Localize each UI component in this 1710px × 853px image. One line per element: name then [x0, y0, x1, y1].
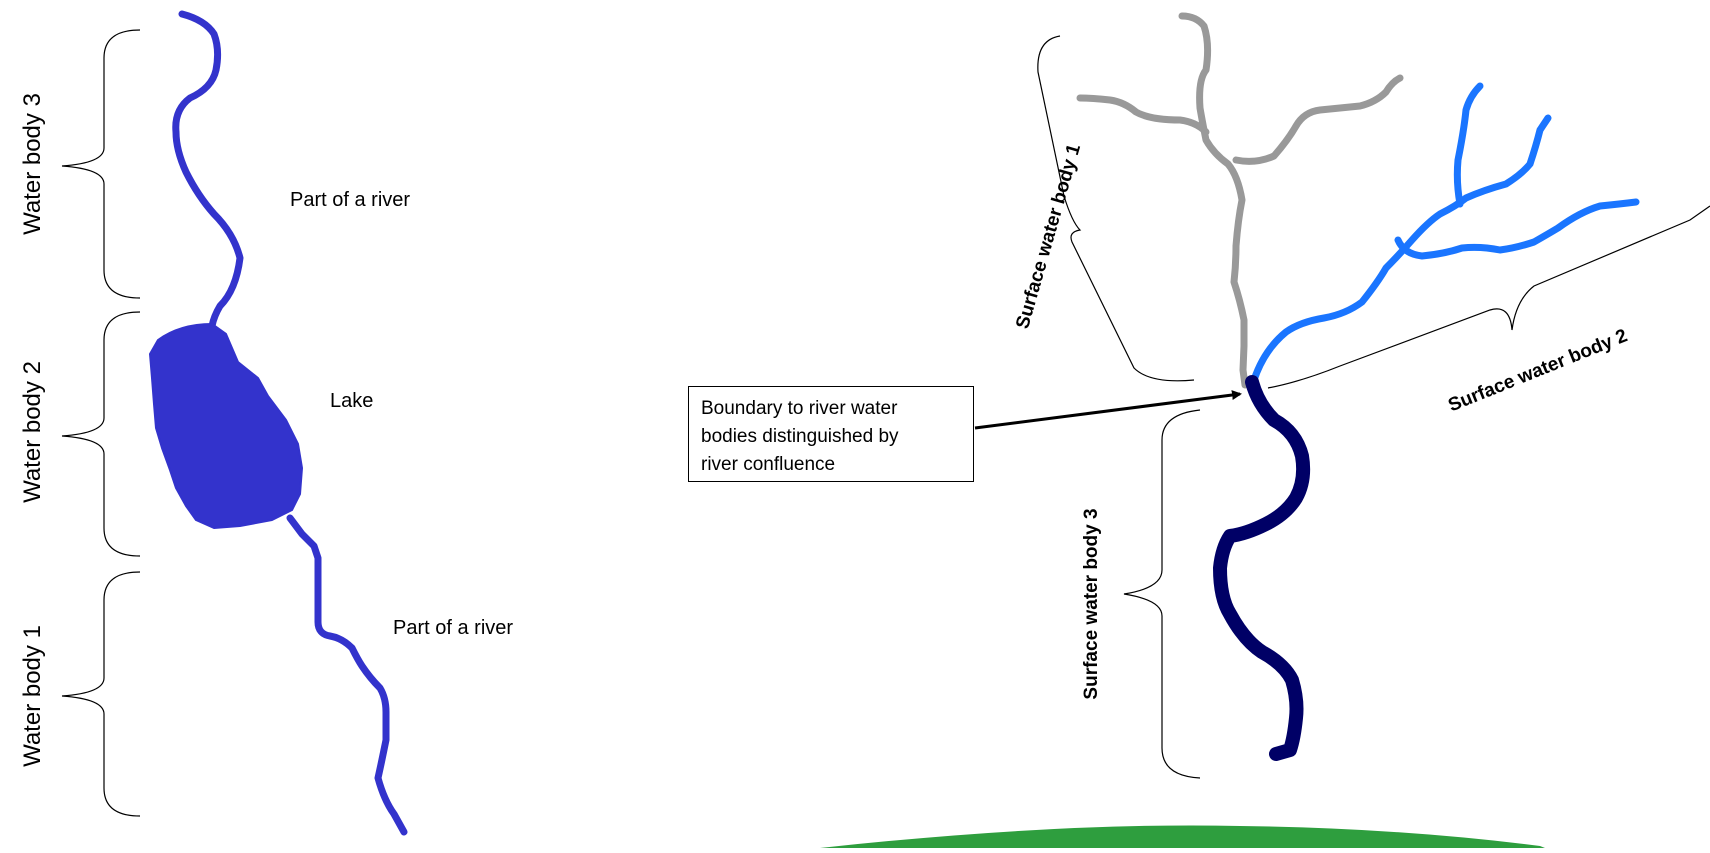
confluence-callout: Boundary to river water bodies distingui… [688, 386, 974, 482]
surface-water-body-2-label: Surface water body 2 [1445, 325, 1630, 416]
surface-water-body-3-label: Surface water body 3 [1081, 508, 1102, 699]
surface-water-body-1-river [1080, 16, 1400, 385]
callout-line-2: bodies distinguished by [701, 423, 963, 451]
callout-line-1: Boundary to river water [701, 395, 963, 423]
brace-surface-water-body-3 [1124, 410, 1200, 778]
surface-water-body-1-label: Surface water body 1 [1012, 141, 1085, 331]
water-body-2-label: Water body 2 [19, 361, 46, 503]
brace-water-body-2 [62, 312, 140, 556]
river-lower-label: Part of a river [393, 617, 513, 639]
water-body-1-label: Water body 1 [19, 625, 46, 767]
river-upper-label: Part of a river [290, 189, 410, 211]
brace-water-body-3 [62, 30, 140, 298]
left-diagram: Water body 3 Water body 2 Water body 1 P… [19, 14, 513, 832]
brace-water-body-1 [62, 572, 140, 816]
river-upper [176, 14, 240, 326]
callout-arrow [975, 394, 1240, 428]
callout-line-3: river confluence [701, 451, 963, 479]
ground-strip [820, 825, 1545, 848]
lake-label: Lake [330, 390, 373, 412]
river-lower [290, 518, 404, 832]
surface-water-body-2-river [1254, 86, 1636, 380]
brace-surface-water-body-2 [1268, 206, 1710, 388]
lake-shape [150, 324, 302, 528]
surface-water-body-3-river [1220, 382, 1303, 754]
water-body-3-label: Water body 3 [19, 93, 46, 235]
